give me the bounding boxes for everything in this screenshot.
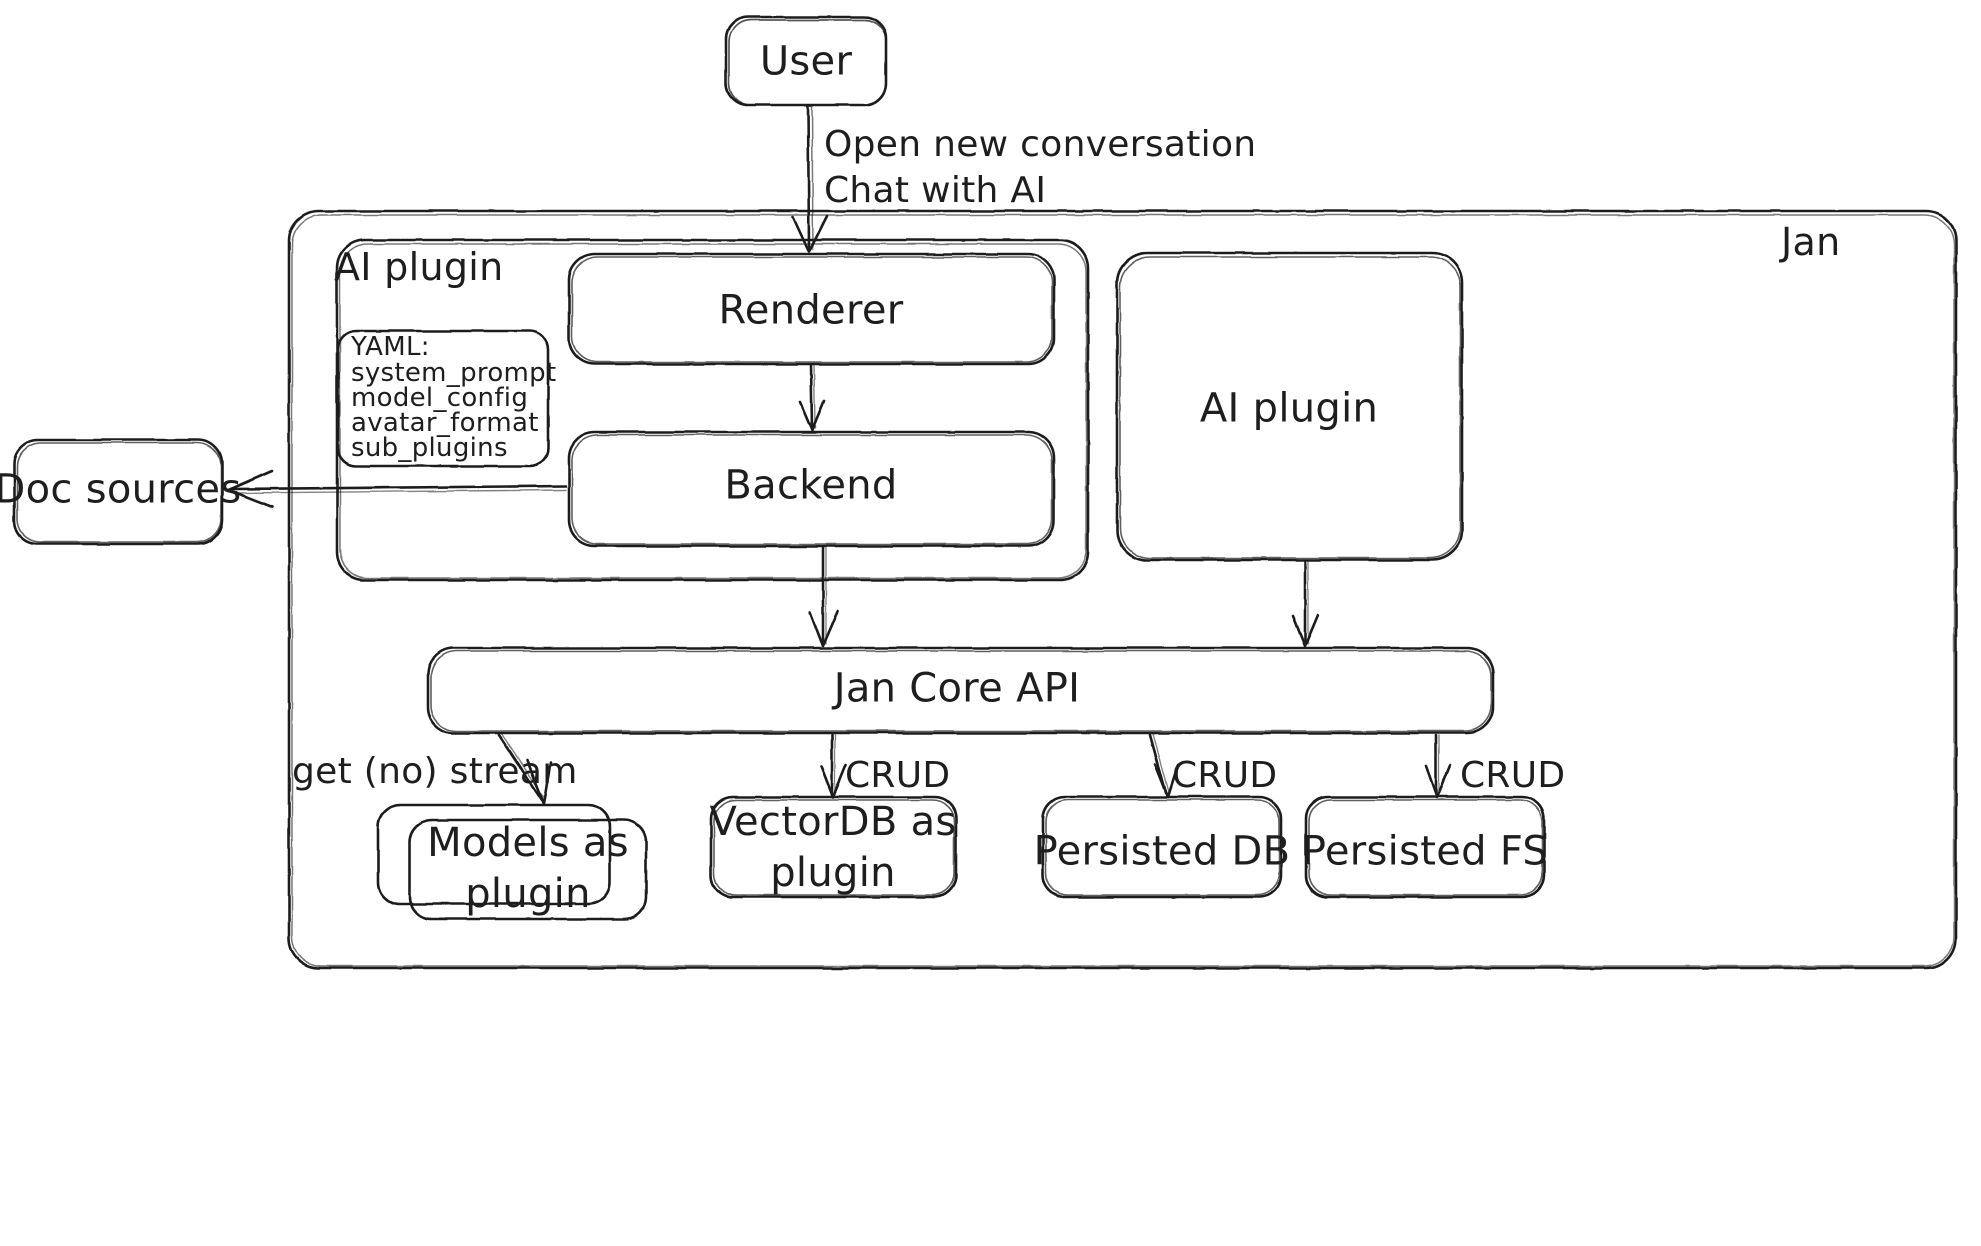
doc-sources-node[interactable]: [14, 440, 222, 544]
backend-node[interactable]: [569, 432, 1054, 546]
backend-node-shape: [567, 430, 1056, 548]
models-plugin-shape: [376, 803, 648, 921]
yaml-box-shape: [336, 329, 550, 468]
jan-core-api-shape: [426, 646, 1495, 735]
edge-ai-plugin-to-core: [1291, 560, 1320, 648]
renderer-node-shape: [567, 252, 1056, 366]
edge-backend-to-doc-sources: [226, 469, 568, 509]
edge-core-to-vectordb: [819, 733, 848, 799]
edge-core-to-persisted-db: [1148, 733, 1180, 799]
ai-plugin-right-shape: [1115, 251, 1464, 562]
ai-plugin-right-node[interactable]: [1117, 253, 1462, 560]
persisted-fs-shape: [1304, 795, 1546, 899]
persisted-db-shape: [1041, 795, 1283, 899]
doc-sources-node-shape: [12, 438, 224, 546]
jan-core-api-node[interactable]: [428, 648, 1493, 733]
edge-core-to-models: [497, 733, 553, 806]
persisted-db-node[interactable]: [1043, 797, 1281, 897]
persisted-fs-node[interactable]: [1306, 797, 1544, 897]
renderer-node[interactable]: [569, 254, 1054, 364]
vectordb-plugin-node[interactable]: [711, 797, 956, 897]
edge-backend-to-core: [808, 546, 840, 648]
user-node[interactable]: [726, 17, 886, 105]
edge-core-to-persisted-fs: [1424, 733, 1452, 799]
yaml-box-node[interactable]: [338, 331, 548, 466]
edge-renderer-to-backend: [798, 364, 826, 432]
models-plugin-node[interactable]: [378, 805, 646, 919]
jan-container-shape: [287, 209, 1958, 970]
edge-user-to-renderer: [791, 104, 829, 254]
